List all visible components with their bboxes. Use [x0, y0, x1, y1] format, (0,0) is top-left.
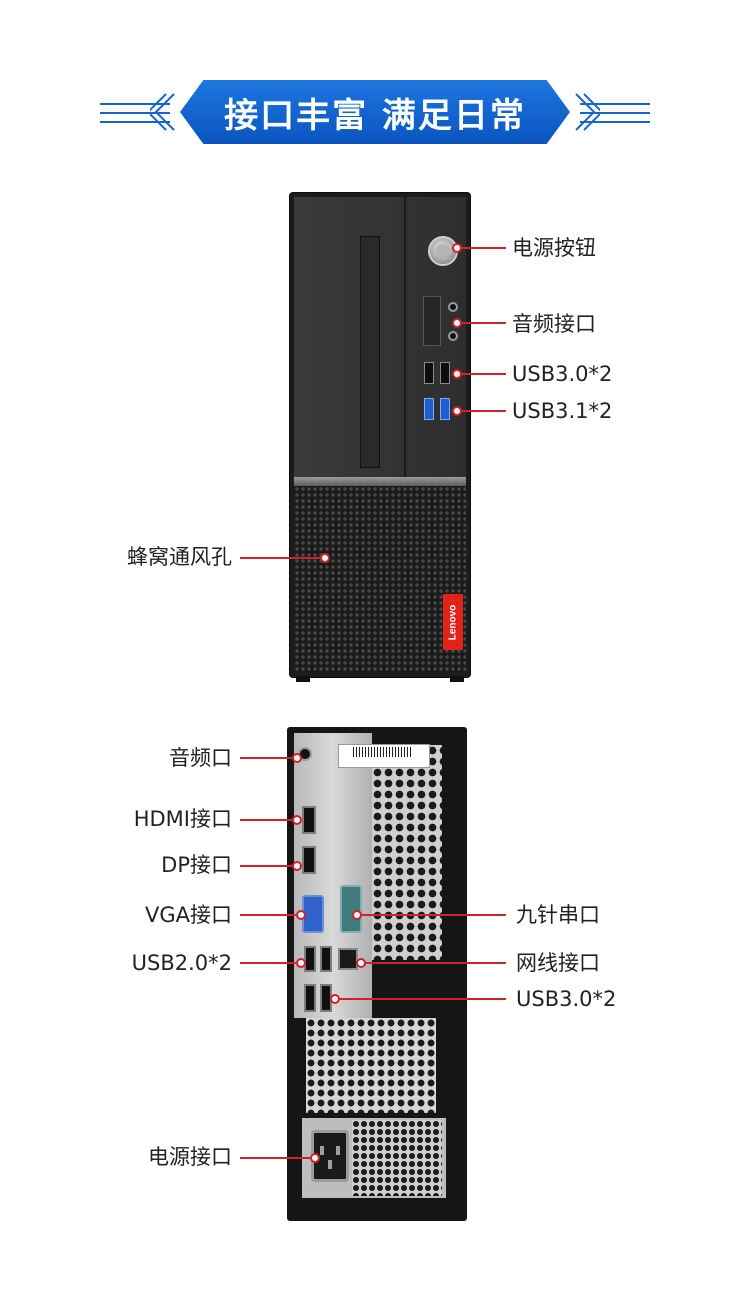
- expansion-slots: [306, 1018, 436, 1113]
- label-hdmi: HDMI接口: [133, 807, 232, 831]
- power-socket-pin-2: [328, 1160, 332, 1169]
- front-usb31-port-2: [440, 398, 450, 420]
- rear-usb30-port-1: [304, 984, 316, 1012]
- ethernet-leader: [364, 962, 506, 964]
- banner-title: 接口丰富 满足日常: [224, 95, 526, 136]
- vga-leader: [240, 914, 296, 916]
- rear-usb20-port-2: [320, 946, 332, 972]
- psu-vent: [352, 1120, 442, 1196]
- hdmi-marker: [292, 815, 302, 825]
- usb30-rear-leader: [338, 998, 506, 1000]
- dp-leader: [240, 865, 294, 867]
- label-rear-audio: 音频口: [169, 746, 232, 770]
- usb30-front-leader: [460, 373, 506, 375]
- power-button: [428, 236, 458, 266]
- rear-usb20-port-1: [304, 946, 316, 972]
- label-vga: VGA接口: [144, 903, 232, 927]
- label-usb20: USB2.0*2: [131, 951, 232, 975]
- hdmi-leader: [240, 819, 294, 821]
- lenovo-logo-text: Lenovo: [447, 604, 459, 640]
- banner-deco-right-2: [580, 112, 650, 114]
- label-usb30-rear: USB3.0*2: [516, 987, 617, 1011]
- label-serial: 九针串口: [516, 903, 600, 927]
- banner-chevron-left-icon: [146, 92, 178, 132]
- usb20-leader: [240, 962, 296, 964]
- banner: 接口丰富 满足日常: [180, 80, 570, 144]
- label-ethernet: 网线接口: [516, 951, 600, 975]
- rear-audio-marker: [292, 753, 302, 763]
- io-plate: [294, 733, 372, 1018]
- label-power-button: 电源按钮: [512, 236, 596, 260]
- serial-leader: [360, 914, 506, 916]
- rear-power-marker: [310, 1153, 320, 1163]
- label-audio-port: 音频接口: [512, 312, 596, 336]
- audio-port-leader: [460, 322, 506, 324]
- headphone-jack: [448, 302, 458, 312]
- banner-deco-left-3: [100, 121, 170, 123]
- front-foot-right: [450, 676, 464, 682]
- front-chrome-strip: [294, 477, 466, 486]
- label-dp: DP接口: [161, 853, 232, 877]
- vent-leader: [240, 557, 322, 559]
- optical-drive-slot: [360, 236, 380, 468]
- lenovo-logo: Lenovo: [443, 594, 463, 650]
- power-socket-pin-3: [336, 1146, 340, 1155]
- banner-deco-left-1: [100, 103, 170, 105]
- banner-chevron-right-icon: [572, 92, 604, 132]
- honeycomb-vent: [294, 486, 466, 672]
- label-vent: 蜂窝通风孔: [127, 545, 232, 569]
- front-panel-divider: [404, 197, 406, 477]
- power-icon: [436, 244, 450, 258]
- front-usb30-port-2: [440, 362, 450, 384]
- rear-power-leader: [240, 1157, 310, 1159]
- label-usb30-front: USB3.0*2: [512, 362, 613, 386]
- card-reader-panel: [423, 296, 441, 346]
- dp-port: [302, 846, 316, 874]
- banner-deco-left-2: [100, 112, 170, 114]
- rear-audio-leader: [240, 757, 294, 759]
- vga-marker: [296, 910, 306, 920]
- dp-marker: [292, 861, 302, 871]
- serial-number-sticker: [338, 744, 430, 768]
- front-foot-left: [296, 676, 310, 682]
- label-usb31-front: USB3.1*2: [512, 399, 613, 423]
- serial-port: [340, 885, 362, 933]
- ethernet-port: [338, 948, 358, 970]
- vent-marker: [320, 553, 330, 563]
- power-button-leader: [460, 247, 506, 249]
- banner-deco-right-3: [580, 121, 650, 123]
- banner-deco-right-1: [580, 103, 650, 105]
- power-socket-pin-1: [320, 1146, 324, 1155]
- mic-jack: [448, 331, 458, 341]
- label-rear-power: 电源接口: [148, 1145, 232, 1169]
- rear-honeycomb-vent: [372, 745, 442, 960]
- usb31-front-leader: [460, 410, 506, 412]
- hdmi-port: [302, 806, 316, 834]
- front-usb31-port-1: [424, 398, 434, 420]
- usb20-marker: [296, 958, 306, 968]
- front-usb30-port-1: [424, 362, 434, 384]
